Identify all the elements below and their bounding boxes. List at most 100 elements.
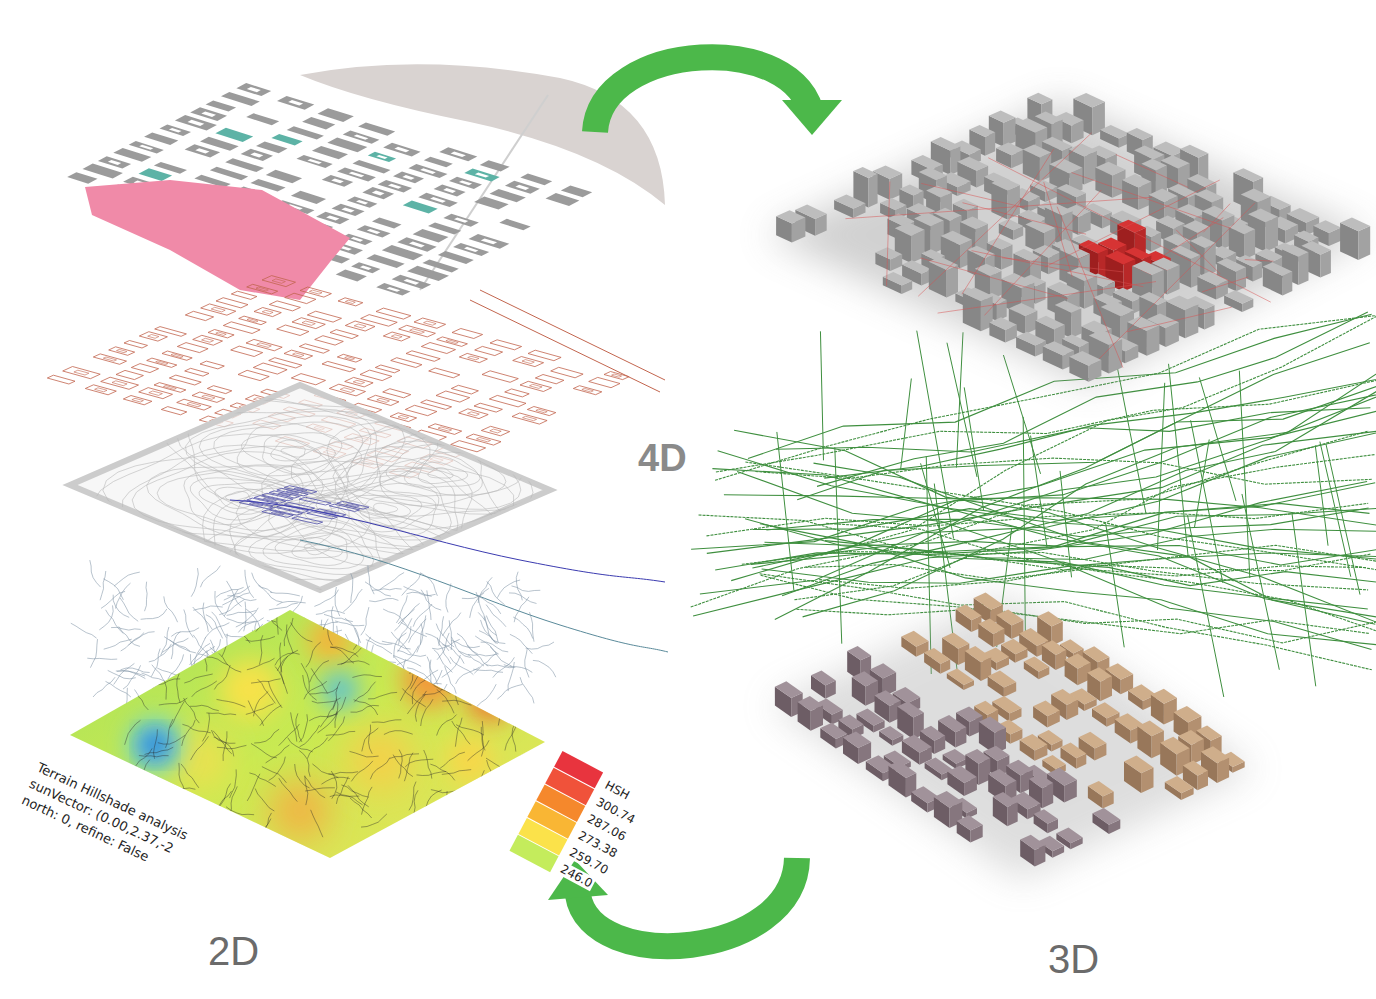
flow-line (471, 686, 488, 710)
flow-line (435, 597, 439, 627)
footprint (246, 339, 282, 350)
courtyard (477, 437, 491, 441)
footprint (231, 291, 257, 299)
flow-line (326, 731, 355, 735)
flow-line (206, 713, 236, 715)
flow-line (120, 598, 138, 621)
flow-line (443, 634, 447, 664)
flow-line (369, 599, 398, 602)
building-roof (834, 194, 865, 208)
street (748, 314, 1372, 458)
footprint (253, 363, 287, 374)
footprint (284, 486, 317, 494)
footprint (337, 168, 376, 182)
flow-line (190, 705, 219, 710)
flow-line (394, 609, 414, 631)
flow-line (497, 684, 522, 699)
footprint (215, 128, 253, 142)
flow-line (368, 565, 374, 594)
courtyard (293, 353, 304, 357)
contour (263, 526, 364, 569)
courtyard (372, 191, 385, 196)
courtyard (451, 152, 466, 158)
flow-line (303, 675, 317, 700)
street (918, 133, 1091, 296)
building-roof (979, 716, 1006, 732)
courtyard (424, 321, 437, 325)
building-side (1244, 229, 1255, 259)
flow-line (217, 699, 246, 707)
street (775, 343, 1370, 620)
river-line (230, 500, 665, 582)
flow-line (351, 761, 373, 782)
building-roof (1095, 162, 1125, 176)
flow-line (166, 719, 174, 748)
flow-line (394, 633, 407, 658)
flow-line (104, 639, 132, 649)
hillshade-blobs (129, 618, 512, 840)
footprint (206, 100, 237, 111)
flow-line (152, 599, 171, 621)
flow-line (143, 629, 160, 653)
flow-line (526, 642, 554, 649)
flow-line (341, 661, 370, 665)
flow-line (409, 619, 427, 643)
footprint (216, 298, 248, 308)
footprint (362, 187, 394, 199)
building-roof (1062, 334, 1089, 347)
courtyard (345, 300, 355, 303)
building-roof (957, 815, 983, 830)
flow-line (409, 671, 438, 675)
flow-line (470, 613, 481, 640)
flow-line (481, 620, 498, 644)
footprint (185, 144, 221, 157)
flow-line (269, 603, 298, 610)
courtyard (443, 188, 456, 193)
flow-line (509, 593, 537, 604)
flow-line (191, 568, 198, 597)
flow-line (103, 579, 123, 600)
flow-line (454, 642, 479, 659)
flow-line (90, 560, 101, 587)
street (1191, 420, 1223, 583)
footprint (390, 413, 417, 422)
flow-line (211, 730, 235, 743)
building-roof (1156, 216, 1185, 229)
building-roof (1069, 351, 1101, 366)
street (921, 463, 951, 568)
flow-line (442, 645, 464, 664)
flow-line (116, 583, 131, 608)
contour (386, 452, 482, 495)
flow-line (166, 788, 196, 791)
building-roof (1202, 206, 1234, 221)
street (1315, 445, 1328, 545)
street (824, 378, 1376, 478)
street (964, 387, 984, 510)
building-roof (924, 648, 950, 664)
building-roof (1248, 209, 1278, 223)
street (1242, 494, 1279, 670)
courtyard (612, 374, 622, 377)
courtyard (211, 307, 225, 312)
flow-line (184, 674, 212, 683)
flow-line (181, 764, 199, 788)
building-roof (1029, 774, 1053, 788)
flow-line (280, 643, 282, 673)
courtyard (139, 145, 153, 150)
flow-line (365, 582, 391, 596)
flow-line (437, 715, 457, 736)
footprint (300, 287, 331, 297)
building-roof (1178, 730, 1204, 745)
flow-line (275, 653, 300, 666)
cycle-arrow (595, 57, 812, 132)
flow-line (384, 731, 413, 735)
footprint (343, 131, 380, 144)
flow-line (396, 595, 407, 623)
footprint (383, 332, 410, 341)
courtyard (95, 388, 107, 392)
flow-line (184, 698, 200, 723)
flow-line (427, 657, 437, 685)
contour-lines (94, 398, 576, 608)
courtyard (331, 179, 344, 184)
flow-line (404, 612, 434, 615)
